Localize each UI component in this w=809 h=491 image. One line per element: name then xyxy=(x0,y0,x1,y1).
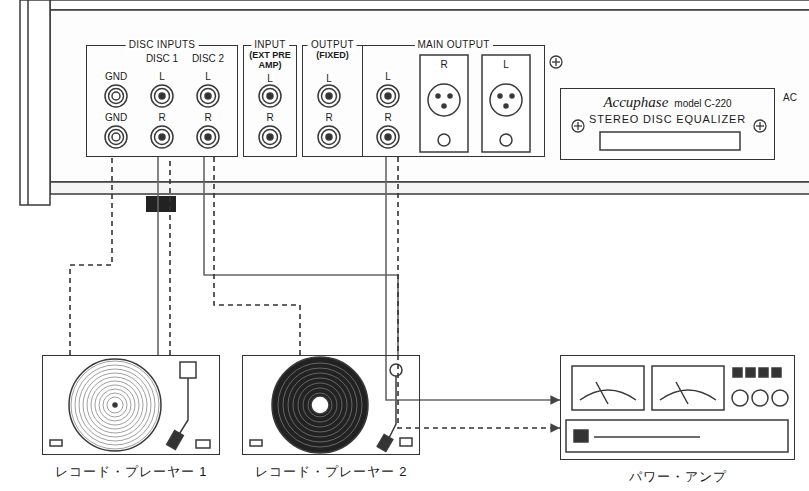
rca-jack xyxy=(259,85,281,107)
rca-jack xyxy=(259,126,281,148)
cable-clamp xyxy=(146,196,176,212)
cable xyxy=(214,157,300,355)
xlr-connectors xyxy=(420,55,530,152)
rca-jack xyxy=(197,126,219,148)
jack-label: DISC 2 xyxy=(191,53,225,64)
model-name: model C-220 xyxy=(674,98,731,109)
jack-label: R xyxy=(439,59,448,70)
jack-label: R xyxy=(265,112,274,123)
jack-label: L xyxy=(325,73,333,84)
jack-label: GND xyxy=(104,71,128,82)
cable xyxy=(386,157,560,400)
rca-jack xyxy=(318,85,340,107)
jack-label: R xyxy=(324,112,333,123)
rca-jack xyxy=(151,126,173,148)
jack-label: AC xyxy=(782,92,798,103)
jack-label: L xyxy=(204,71,212,82)
rca-jack xyxy=(197,85,219,107)
group-heading: DISC INPUTS xyxy=(126,39,199,51)
jacks xyxy=(105,85,399,148)
output-group: MAIN OUTPUT xyxy=(362,45,545,157)
group-heading: OUTPUT xyxy=(308,39,357,51)
power-amp xyxy=(566,366,788,452)
device-caption: レコード・プレーヤー 1 xyxy=(53,463,210,481)
rca-jack xyxy=(377,126,399,148)
jack-label: L xyxy=(384,71,392,82)
rca-jack xyxy=(377,85,399,107)
input-group: INPUT(EXT PRE AMP) xyxy=(243,45,297,157)
record-player-1 xyxy=(50,359,210,451)
group-subheading: (FIXED) xyxy=(304,50,361,60)
record-player: レコード・プレーヤー 1 xyxy=(42,355,220,455)
nameplate: Accuphase model C-220STEREO DISC EQUALIZE… xyxy=(560,88,775,160)
rear-panel xyxy=(20,0,809,205)
group-heading: INPUT xyxy=(251,39,289,51)
output-group: OUTPUT(FIXED) xyxy=(302,45,363,157)
cable xyxy=(70,157,112,355)
product-name: STEREO DISC EQUALIZER xyxy=(561,113,774,125)
jack-label: DISC 1 xyxy=(145,53,179,64)
device-caption: レコード・プレーヤー 2 xyxy=(253,463,410,481)
jack-label: R xyxy=(383,112,392,123)
screw xyxy=(754,120,766,132)
ground-terminal xyxy=(105,126,127,148)
screw xyxy=(572,120,584,132)
nameplate-slot xyxy=(600,132,740,150)
rca-jack xyxy=(318,126,340,148)
power-amp: パワー・アンプ xyxy=(560,355,795,460)
group-subheading: (EXT PRE AMP) xyxy=(245,50,295,70)
jack-label: GND xyxy=(104,112,128,123)
screw xyxy=(550,56,562,68)
cable xyxy=(398,157,560,428)
cable xyxy=(157,157,159,355)
jack-label: R xyxy=(157,112,166,123)
jack-label: L xyxy=(158,71,166,82)
cable xyxy=(204,157,398,355)
record-player: レコード・プレーヤー 2 xyxy=(242,355,420,455)
cable xyxy=(169,157,171,355)
jack-label: L xyxy=(266,73,274,84)
jack-label: R xyxy=(203,112,212,123)
rca-jack xyxy=(151,85,173,107)
jack-label: L xyxy=(502,59,510,70)
ground-terminal xyxy=(105,85,127,107)
device-caption: パワー・アンプ xyxy=(627,468,729,486)
record-player-2 xyxy=(250,357,412,453)
brand-name: Accuphase xyxy=(603,94,668,110)
group-heading: MAIN OUTPUT xyxy=(414,39,492,51)
